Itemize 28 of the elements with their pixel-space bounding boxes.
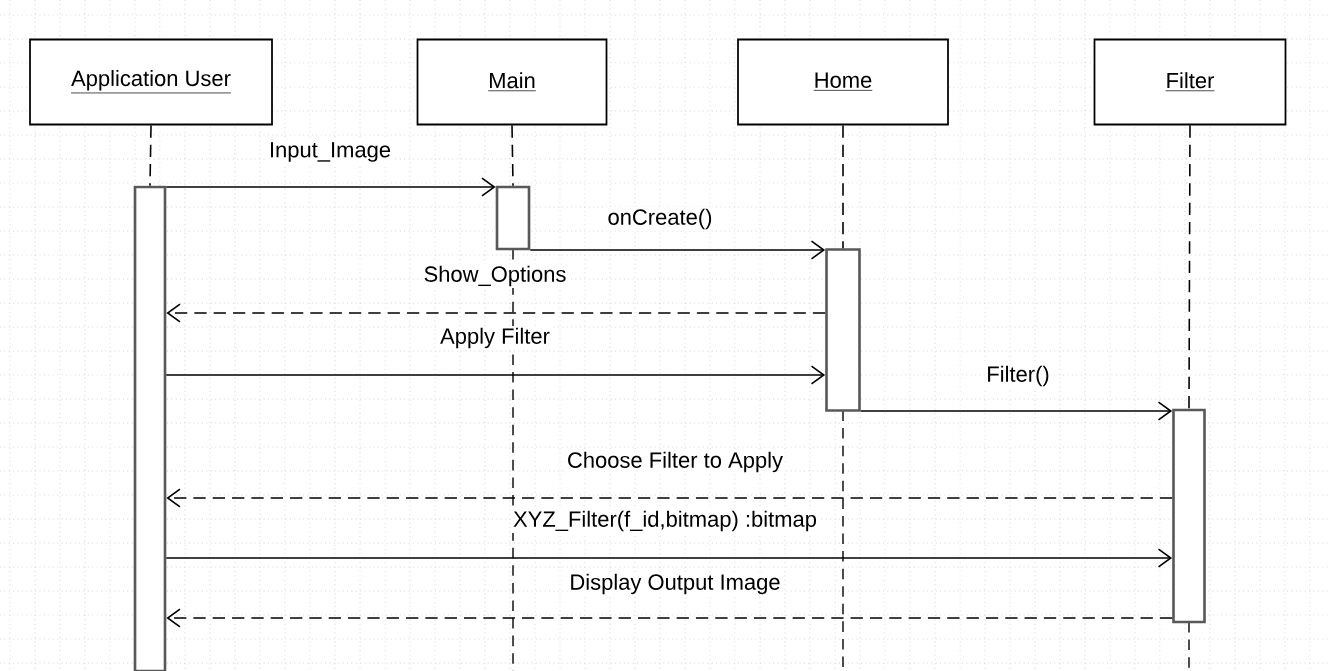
lifeline — [149, 124, 152, 187]
message-label: XYZ_Filter(f_id,bitmap) :bitmap — [511, 509, 819, 533]
message-label: Filter() — [984, 364, 1052, 388]
message-arrow — [166, 303, 826, 323]
message-label: Show_Options — [421, 264, 569, 288]
lifeline-head: Main — [416, 38, 608, 126]
activation-bar — [825, 248, 861, 412]
message-label: Display Output Image — [567, 572, 783, 596]
message-label: Apply Filter — [438, 326, 552, 350]
lifeline — [842, 124, 844, 249]
activation-bar — [495, 185, 531, 251]
lifeline-head: Application User — [29, 38, 273, 126]
lifeline — [1188, 124, 1191, 410]
lifeline-head: Filter — [1093, 38, 1287, 126]
lifeline — [511, 124, 514, 187]
message-arrow — [166, 488, 1173, 508]
message-label: Choose Filter to Apply — [565, 450, 785, 474]
message-arrow — [165, 548, 1173, 568]
message-arrow — [860, 401, 1173, 421]
message-label: onCreate() — [605, 207, 715, 231]
lifeline-head: Home — [737, 38, 949, 126]
message-arrow — [165, 177, 496, 197]
message-arrow — [166, 608, 1173, 628]
activation-bar — [133, 185, 167, 671]
message-arrow — [529, 240, 826, 260]
activation-bar — [1172, 408, 1206, 624]
message-label: Input_Image — [267, 140, 393, 164]
message-arrow — [165, 365, 826, 385]
